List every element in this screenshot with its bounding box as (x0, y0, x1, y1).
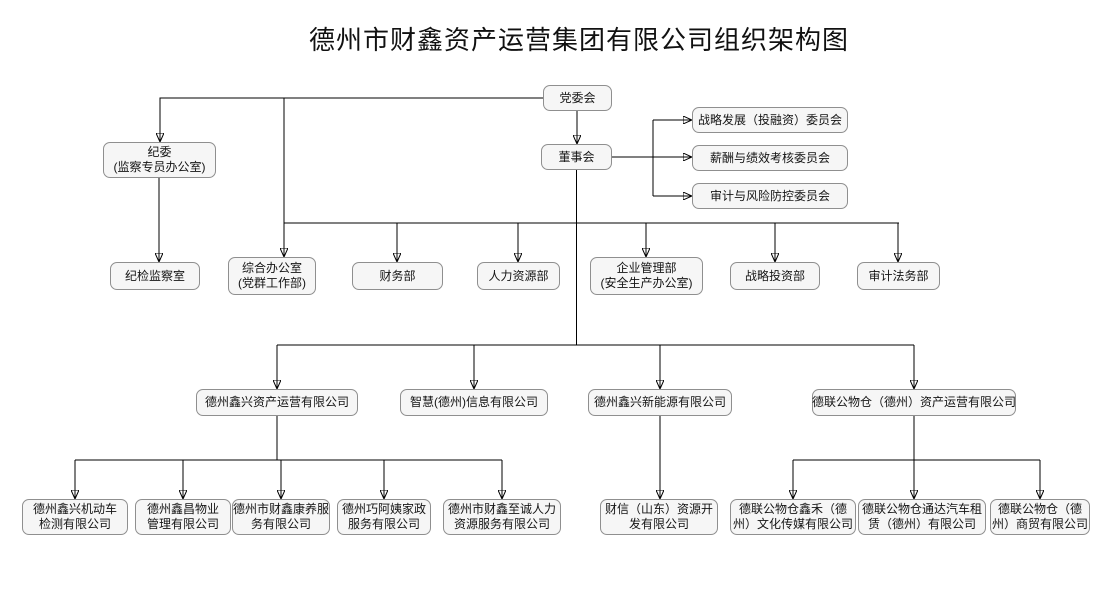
label: 审计法务部 (868, 268, 929, 283)
label: 发有限公司 (628, 517, 689, 531)
node-co-health-care: 德州市财鑫康养服 务有限公司 (232, 499, 330, 535)
label: 德联公物仓鑫禾（德 (738, 502, 847, 516)
node-party-committee: 党委会 (543, 85, 612, 111)
node-co-property-management: 德州鑫昌物业 管理有限公司 (135, 499, 231, 535)
label: 德州市财鑫至诚人力 (447, 502, 556, 516)
label: (安全生产办公室) (600, 276, 693, 290)
label: 审计与风险防控委员会 (709, 188, 830, 203)
label: 德联公物仓（德 (997, 502, 1082, 516)
connector-arrows (75, 97, 1040, 499)
node-dept-hr: 人力资源部 (477, 262, 560, 290)
connector-skeleton (75, 120, 1040, 461)
label: 综合办公室 (241, 261, 302, 275)
node-co-vehicle-inspection: 德州鑫兴机动车 检测有限公司 (22, 499, 128, 535)
label: 德联公物仓（德州）资产运营有限公司 (812, 395, 1017, 409)
node-dept-enterprise-management: 企业管理部 (安全生产办公室) (590, 257, 703, 295)
label: (党群工作部) (238, 276, 306, 290)
label: 财信（山东）资源开 (604, 502, 713, 516)
node-co-caixin-resource: 财信（山东）资源开 发有限公司 (600, 499, 718, 535)
label: 管理有限公司 (146, 517, 219, 531)
label: 企业管理部 (616, 261, 677, 275)
label: (监察专员办公室) (113, 160, 206, 174)
label: 战略投资部 (744, 268, 805, 283)
node-co-culture-media: 德联公物仓鑫禾（德 州）文化传媒有限公司 (730, 499, 856, 535)
label: 纪检监察室 (124, 268, 185, 283)
label: 人力资源部 (488, 268, 549, 283)
node-co-trading: 德联公物仓（德 州）商贸有限公司 (990, 499, 1090, 535)
node-sub-zhihui-information: 智慧(德州)信息有限公司 (400, 389, 548, 416)
node-discipline-committee: 纪委 (监察专员办公室) (103, 142, 216, 178)
label: 资源服务有限公司 (453, 517, 550, 531)
node-board: 董事会 (541, 144, 612, 170)
label: 服务有限公司 (347, 517, 420, 531)
node-co-housekeeping: 德州巧阿姨家政 服务有限公司 (337, 499, 431, 535)
label: 务有限公司 (250, 517, 311, 531)
label: 德州鑫兴资产运营有限公司 (204, 395, 349, 409)
label: 德联公物仓通达汽车租 (861, 502, 982, 516)
node-dept-audit-legal: 审计法务部 (857, 262, 940, 290)
node-sub-xinxing-asset: 德州鑫兴资产运营有限公司 (196, 389, 358, 416)
node-dept-discipline-inspection: 纪检监察室 (110, 262, 200, 290)
label: 德州鑫兴机动车 (32, 502, 117, 516)
label: 检测有限公司 (38, 517, 111, 531)
node-dept-finance: 财务部 (352, 262, 443, 290)
label: 纪委 (147, 145, 172, 159)
label: 德州市财鑫康养服 (233, 502, 330, 516)
node-dept-strategic-investment: 战略投资部 (730, 262, 820, 290)
label: 财务部 (379, 268, 416, 283)
chart-title: 德州市财鑫资产运营集团有限公司组织架构图 (308, 25, 850, 55)
node-dept-general-office: 综合办公室 (党群工作部) (228, 257, 316, 295)
node-committee-compensation-performance: 薪酬与绩效考核委员会 (692, 145, 848, 171)
label: 德州鑫兴新能源有限公司 (593, 395, 726, 409)
label: 董事会 (558, 149, 595, 164)
label: 州）文化传媒有限公司 (732, 517, 853, 531)
node-sub-delian-asset: 德联公物仓（德州）资产运营有限公司 (812, 389, 1016, 416)
label: 德州鑫昌物业 (146, 502, 219, 516)
label: 赁（德州）有限公司 (867, 517, 976, 531)
label: 战略发展（投融资）委员会 (697, 112, 842, 127)
node-co-hr-service: 德州市财鑫至诚人力 资源服务有限公司 (443, 499, 561, 535)
label: 智慧(德州)信息有限公司 (410, 395, 538, 409)
label: 薪酬与绩效考核委员会 (709, 150, 830, 165)
label: 德州巧阿姨家政 (341, 502, 426, 516)
node-sub-xinxing-new-energy: 德州鑫兴新能源有限公司 (588, 389, 732, 416)
label: 州）商贸有限公司 (991, 517, 1088, 531)
node-co-car-rental: 德联公物仓通达汽车租 赁（德州）有限公司 (858, 499, 986, 535)
node-committee-strategy-development: 战略发展（投融资）委员会 (692, 107, 848, 133)
node-committee-audit-risk: 审计与风险防控委员会 (692, 183, 848, 209)
label: 党委会 (559, 90, 596, 105)
